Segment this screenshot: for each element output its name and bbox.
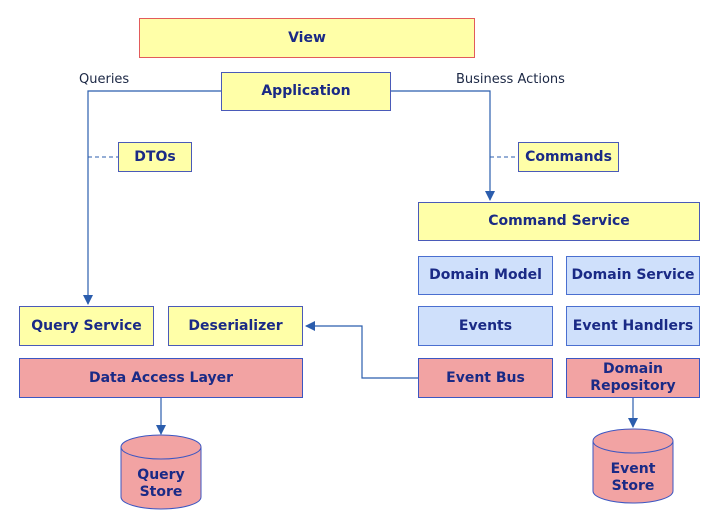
domain-model-label: Domain Model: [429, 267, 542, 283]
event-bus-to-deserializer-connector: [305, 321, 418, 379]
command-service-label: Command Service: [488, 213, 630, 229]
query-store-cylinder: [120, 434, 202, 510]
commands-label: Commands: [525, 148, 612, 165]
domain-repository-label: Domain Repository: [590, 361, 676, 394]
application-label: Application: [261, 83, 351, 99]
events-box: Events: [418, 306, 553, 346]
view-box: View: [139, 18, 475, 58]
event-store-cylinder: [592, 428, 674, 504]
queries-label: Queries: [79, 72, 130, 87]
event-bus-label: Event Bus: [446, 369, 525, 386]
business-actions-label: Business Actions: [456, 72, 565, 87]
query-service-box: Query Service: [19, 306, 154, 346]
application-box: Application: [221, 72, 391, 111]
event-store-label: Event Store: [610, 461, 656, 494]
deserializer-label: Deserializer: [188, 317, 283, 334]
queries-connector: [83, 90, 221, 305]
event-store-label-wrap: Event Store: [593, 455, 673, 501]
view-label: View: [288, 29, 326, 46]
query-store-label: Query Store: [137, 467, 185, 500]
domain-model-box: Domain Model: [418, 256, 553, 295]
data-access-layer-label: Data Access Layer: [88, 369, 233, 386]
domain-service-box: Domain Service: [566, 256, 700, 295]
commands-box: Commands: [518, 142, 619, 172]
query-service-label: Query Service: [31, 317, 142, 334]
event-handlers-label: Event Handlers: [572, 317, 694, 334]
domain-service-label: Domain Service: [571, 267, 695, 283]
data-access-layer-box: Data Access Layer: [19, 358, 303, 398]
dtos-box: DTOs: [118, 142, 192, 172]
event-bus-box: Event Bus: [418, 358, 553, 398]
business-actions-connector: [391, 90, 495, 201]
event-handlers-box: Event Handlers: [566, 306, 700, 346]
command-service-box: Command Service: [418, 202, 700, 241]
domain-repository-box: Domain Repository: [566, 358, 700, 398]
dtos-label: DTOs: [134, 148, 176, 165]
deserializer-box: Deserializer: [168, 306, 303, 346]
events-label: Events: [458, 317, 513, 334]
query-store-label-wrap: Query Store: [121, 461, 201, 507]
